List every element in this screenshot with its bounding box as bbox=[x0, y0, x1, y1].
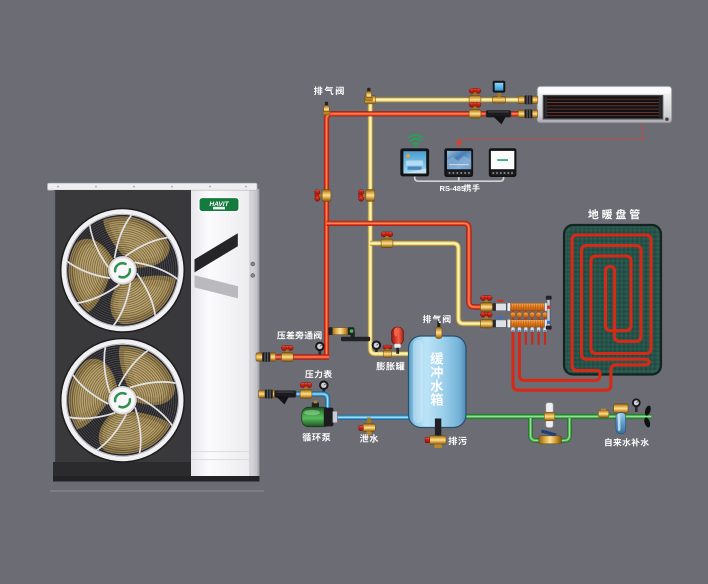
svg-text:RS-485: RS-485 bbox=[440, 184, 467, 193]
svg-text:HAVIT: HAVIT bbox=[209, 201, 229, 208]
